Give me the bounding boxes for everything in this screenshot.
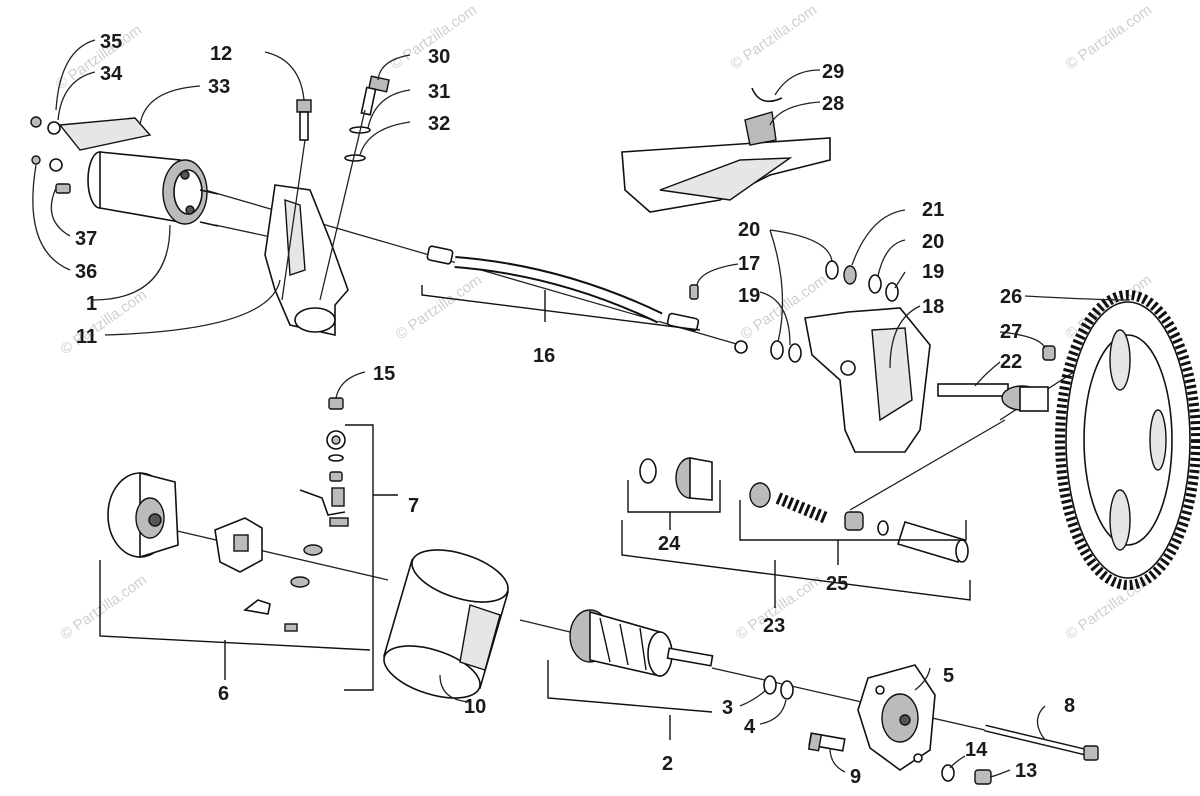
callout-26: 26 [1000,286,1022,308]
drive-kit-part-24 [639,457,713,501]
callout-12: 12 [210,43,232,65]
washer-part-14 [941,764,955,782]
callout-20b: 20 [922,231,944,253]
nut-part-13 [974,769,992,785]
callout-33: 33 [208,76,230,98]
callout-34: 34 [100,63,123,85]
watermark: © Partzilla.com [393,271,486,343]
callout-25: 25 [826,573,848,595]
callout-16: 16 [533,345,555,367]
callout-29: 29 [822,61,844,83]
callout-13: 13 [1015,760,1037,782]
callout-23: 23 [763,615,785,637]
callout-27: 27 [1000,321,1022,343]
shaft-part-22 [937,383,1049,412]
armature-part-2 [569,609,794,700]
callout-7: 7 [408,495,419,517]
callout-14: 14 [965,739,988,761]
callout-10: 10 [464,696,486,718]
callout-19b: 19 [738,285,760,307]
callout-20a: 20 [738,219,760,241]
bolt-part-9 [807,732,846,752]
bolt-part-12 [296,99,312,141]
mount-bracket-part-18 [770,260,931,453]
terminal-kit-part-7 [299,397,349,527]
watermark: © Partzilla.com [58,571,151,643]
watermark: © Partzilla.com [53,21,146,93]
callout-8: 8 [1064,695,1075,717]
boot-part-11 [264,184,349,336]
callout-4: 4 [744,716,756,738]
cable-part-16 [426,245,748,354]
callout-30: 30 [428,46,450,68]
housing-part-10 [383,549,509,699]
callout-31: 31 [428,81,450,103]
callout-22: 22 [1000,351,1022,373]
callout-21: 21 [922,199,944,221]
watermark: © Partzilla.com [728,1,821,73]
callout-11: 11 [76,326,97,348]
watermark: © Partzilla.com [1063,1,1156,73]
callout-24: 24 [658,533,681,555]
callout-35: 35 [100,31,122,53]
callout-17: 17 [738,253,760,275]
leader-lines [32,39,1131,778]
callout-15: 15 [373,363,395,385]
callout-1: 1 [86,293,97,315]
callout-5: 5 [943,665,954,687]
watermark: © Partzilla.com [58,286,151,358]
bolt-part-30 [344,75,390,162]
callout-18: 18 [922,296,944,318]
watermark: © Partzilla.com [1063,571,1156,643]
screw-part-17 [689,284,699,300]
callout-19a: 19 [922,261,944,283]
end-frame-part-6 [107,471,323,632]
spring-kit-part-25 [749,482,969,563]
solenoid-part-1 [30,116,219,227]
screw-part-27 [1042,345,1056,361]
ring-gear-part-26 [1055,290,1200,590]
callout-6: 6 [218,683,229,705]
bolt-part-8 [984,724,1099,761]
callout-32: 32 [428,113,450,135]
group-brackets [99,285,971,740]
callout-36: 36 [75,261,97,283]
callout-9: 9 [850,766,861,788]
callout-28: 28 [822,93,844,115]
end-cap-part-5 [857,664,936,771]
callout-labels: 35 34 33 12 30 31 32 29 28 37 36 1 11 21… [75,31,1075,788]
callout-3: 3 [722,697,733,719]
bracket-part-28 [621,87,831,213]
callout-2: 2 [662,753,673,775]
callout-37: 37 [75,228,97,250]
